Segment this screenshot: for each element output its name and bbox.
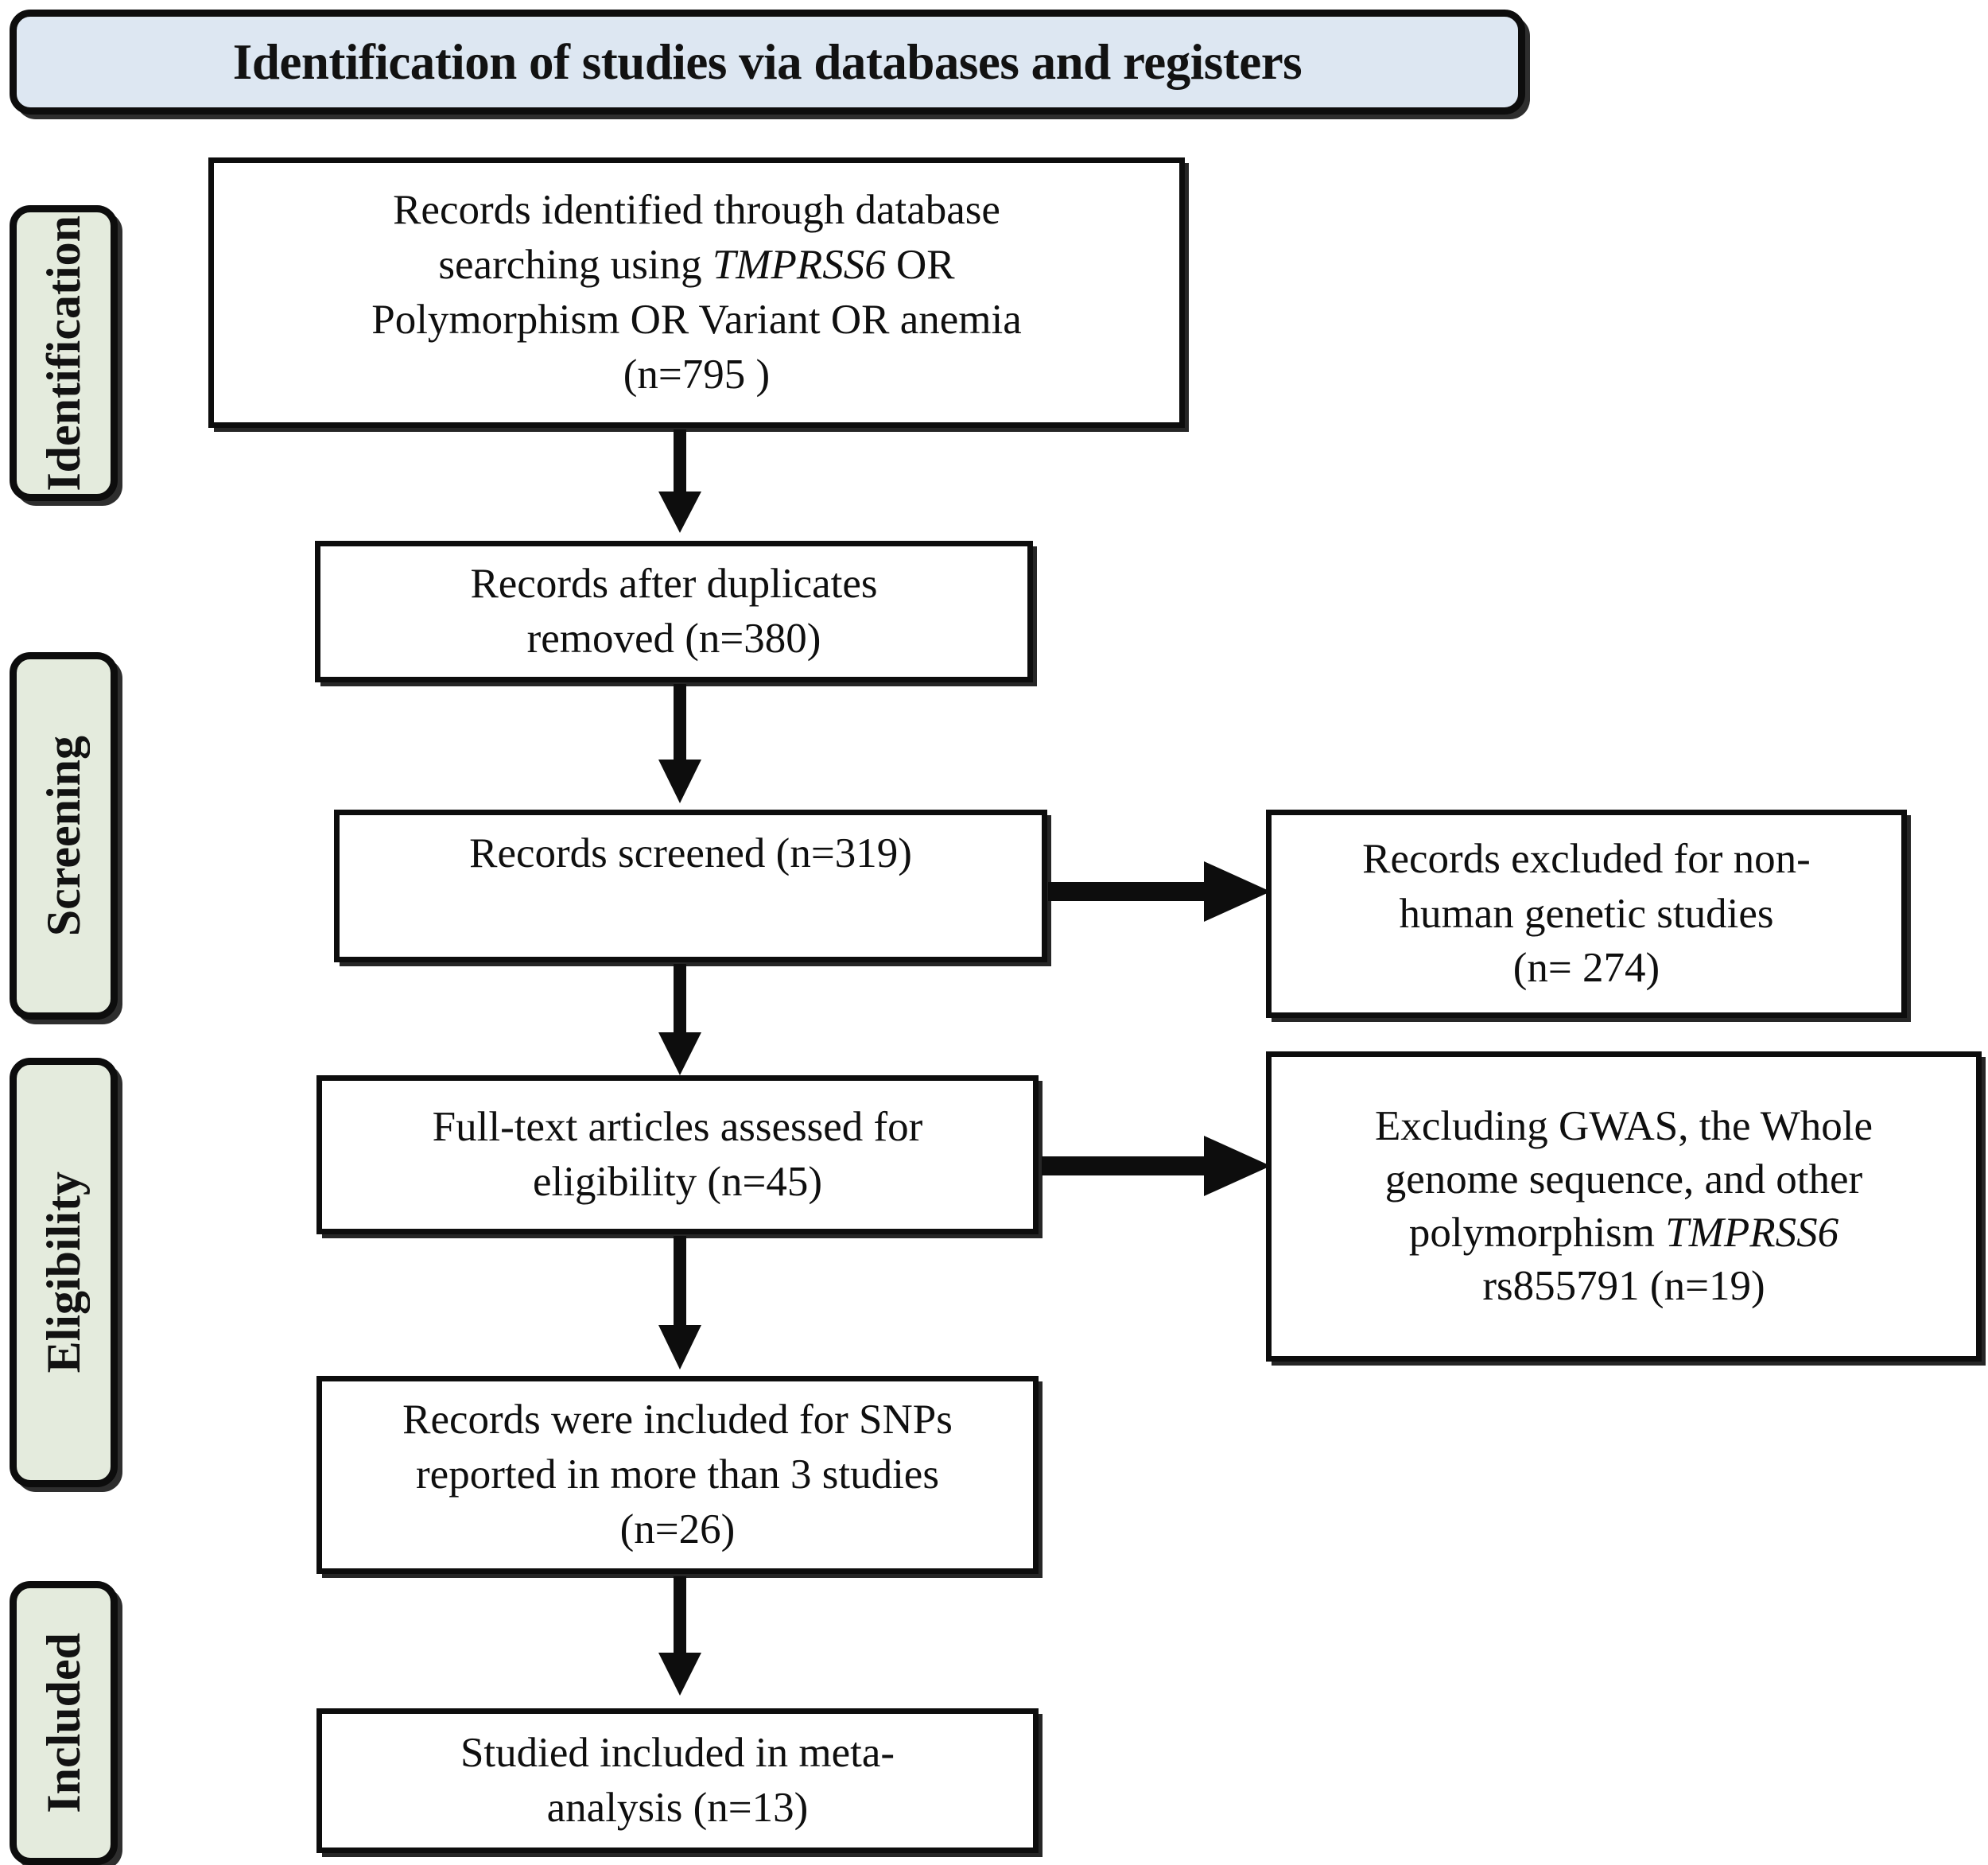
node-line: searching using (438, 242, 712, 289)
node-line: Studied included in meta- (460, 1730, 895, 1777)
stage-label-screening: Screening (10, 652, 118, 1020)
node-line: reported in more than 3 studies (416, 1451, 939, 1498)
node-line: polymorphism (1408, 1210, 1666, 1256)
node-text: Records screened (n=319) (357, 826, 1024, 881)
node-line: Full-text articles assessed for (432, 1104, 923, 1151)
down-arrow-screened-to-fulltext (658, 964, 701, 1075)
node-records-identified: Records identified through database sear… (208, 157, 1185, 428)
node-text: Full-text articles assessed for eligibil… (340, 1100, 1015, 1210)
stage-label-text: Eligibility (37, 1171, 90, 1373)
node-line: Records excluded for non- (1362, 835, 1811, 882)
node-line: OR (885, 242, 955, 289)
node-line: Records were included for SNPs (402, 1397, 953, 1443)
gene-name-tmprss6: TMPRSS6 (712, 242, 886, 289)
node-text: Records identified through database sear… (231, 183, 1162, 402)
down-arrow-snps-to-meta (658, 1576, 701, 1696)
right-arrow-fulltext-to-excluded-gwas (1042, 1129, 1271, 1203)
node-count: Records screened (n=319) (469, 830, 912, 876)
node-count: eligibility (n=45) (532, 1159, 823, 1205)
diagram-header-banner: Identification of studies via databases … (10, 10, 1525, 115)
node-count: analysis (n=13) (546, 1785, 809, 1831)
down-arrow-fulltext-to-snps (658, 1236, 701, 1370)
node-line: genome sequence, and other (1384, 1156, 1863, 1203)
node-records-after-duplicates: Records after duplicates removed (n=380) (315, 541, 1033, 682)
page-title: Identification of studies via databases … (232, 33, 1303, 90)
node-records-screened: Records screened (n=319) (334, 810, 1047, 962)
node-text: Excluding GWAS, the Whole genome sequenc… (1289, 1100, 1959, 1312)
node-line: Records after duplicates (470, 561, 878, 608)
node-text: Records after duplicates removed (n=380) (338, 557, 1010, 666)
node-line: Polymorphism OR Variant OR anemia (371, 297, 1022, 343)
node-text: Records were included for SNPs reported … (340, 1393, 1015, 1557)
node-count: removed (n=380) (526, 616, 821, 662)
node-excluded-gwas: Excluding GWAS, the Whole genome sequenc… (1266, 1051, 1982, 1362)
node-count: (n=795 ) (623, 351, 771, 398)
node-line: human genetic studies (1399, 890, 1774, 937)
node-text: Records excluded for non- human genetic … (1289, 832, 1884, 997)
node-count: (n= 274) (1512, 945, 1660, 992)
stage-label-text: Included (37, 1633, 90, 1813)
down-arrow-identified-to-dedup (658, 429, 701, 533)
node-count: (n=26) (619, 1506, 736, 1552)
down-arrow-dedup-to-screened (658, 684, 701, 803)
node-line: Records identified through database (393, 187, 1000, 234)
node-records-excluded-nonhuman: Records excluded for non- human genetic … (1266, 810, 1907, 1018)
node-records-included-snps: Records were included for SNPs reported … (316, 1376, 1039, 1574)
right-arrow-screened-to-excluded (1048, 855, 1271, 928)
node-fulltext-assessed: Full-text articles assessed for eligibil… (316, 1075, 1039, 1234)
stage-label-eligibility: Eligibility (10, 1058, 118, 1487)
gene-name-tmprss6: TMPRSS6 (1665, 1210, 1839, 1256)
node-studies-included-meta-analysis: Studied included in meta- analysis (n=13… (316, 1708, 1039, 1853)
node-text: Studied included in meta- analysis (n=13… (340, 1726, 1015, 1836)
stage-label-included: Included (10, 1581, 118, 1865)
stage-label-text: Identification (37, 215, 90, 492)
stage-label-identification: Identification (10, 205, 118, 501)
node-line: Excluding GWAS, the Whole (1374, 1103, 1873, 1150)
node-count: rs855791 (n=19) (1482, 1262, 1765, 1309)
stage-label-text: Screening (37, 735, 90, 937)
